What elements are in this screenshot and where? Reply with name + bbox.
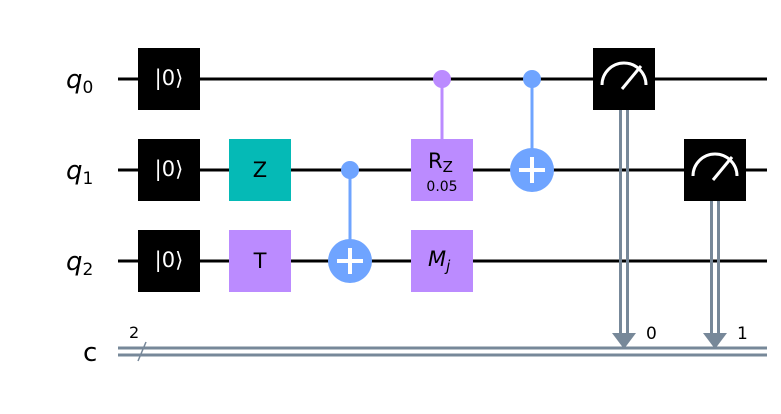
z-gate[interactable]: Z [229,139,291,201]
mj-gate[interactable]: Mj [411,230,473,292]
measure-q0[interactable] [593,48,655,349]
svg-text:T: T [253,249,267,273]
cx-gate-q1-q2[interactable] [328,161,372,283]
classical-wire [118,341,767,362]
bus-slash [137,341,147,362]
classical-register-label: c [83,338,97,368]
measure-bit-1-label: 1 [737,324,748,344]
arrow-down-icon [703,333,727,349]
mj-label: Mj [428,247,451,275]
rz-parameter: 0.05 [426,179,457,195]
measure-bit-0-label: 0 [646,324,657,344]
svg-text:Z: Z [253,158,267,182]
qubit-label-q0: q0 [66,65,93,98]
reset-gate-q2[interactable]: |0⟩ [138,230,200,292]
svg-text:|0⟩: |0⟩ [155,66,184,91]
reset-gate-q0[interactable]: |0⟩ [138,48,200,110]
classical-size-label: 2 [129,323,139,342]
arrow-down-icon [612,333,636,349]
control-dot [433,70,451,88]
measure-q1[interactable] [684,139,746,349]
reset-gate-q1[interactable]: |0⟩ [138,139,200,201]
meter-icon [691,152,739,177]
control-dot [523,70,541,88]
t-gate[interactable]: T [229,230,291,292]
svg-text:|0⟩: |0⟩ [155,157,184,182]
control-dot [341,161,359,179]
rz-label: RZ [428,149,453,176]
qubit-label-q1: q1 [66,156,93,189]
meter-icon [600,61,648,86]
crz-gate[interactable]: RZ 0.05 [411,70,473,201]
qubit-label-q2: q2 [66,247,93,280]
svg-text:|0⟩: |0⟩ [155,248,184,273]
cx-gate-q0-q1[interactable] [510,70,554,192]
